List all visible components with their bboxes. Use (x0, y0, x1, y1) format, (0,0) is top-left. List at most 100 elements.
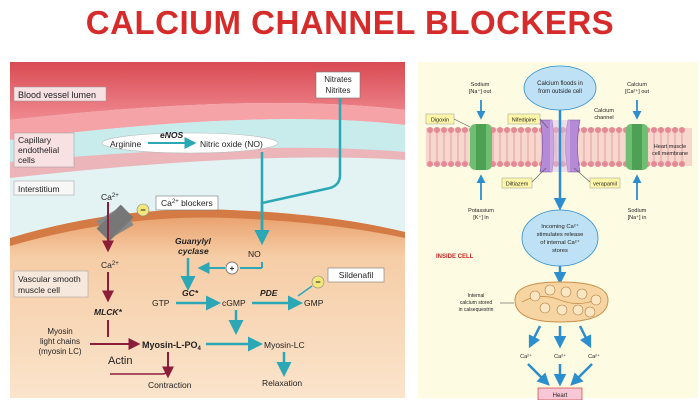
calcium-floods-oval (523, 65, 597, 111)
lipid-head (427, 161, 433, 167)
floods-label-2: from outside cell (538, 89, 582, 95)
gc-label-2: cyclase (178, 246, 209, 256)
internal-ca-2: calcium stored (460, 300, 492, 306)
region-label-lumen: Blood vessel lumen (13, 86, 107, 102)
no-label: NO (248, 249, 261, 259)
lipid-head (511, 127, 517, 133)
sodium-in-2: [Na⁺] in (628, 214, 647, 221)
stored-calcium-ball (590, 294, 602, 306)
heart-membrane-2: cell membrane (652, 151, 688, 157)
lipid-head (525, 127, 531, 133)
lipid-head (679, 161, 685, 167)
sildenafil-line (297, 285, 313, 297)
svg-text:Nitrites: Nitrites (326, 86, 351, 95)
internal-ca-3: in calsequestrin (459, 307, 494, 313)
myosin-lpo4-label: Myosin-L-PO4 (142, 340, 202, 352)
lipid-head (651, 127, 657, 133)
ca-blockers-box: Ca2+ blockers (155, 195, 219, 211)
cgmp-label: cGMP (222, 298, 246, 308)
inside-cell-label: INSIDE CELL (436, 254, 474, 260)
lipid-head (441, 161, 447, 167)
ca-release-arrow-right (578, 325, 592, 349)
lipid-head (532, 127, 538, 133)
gc-star-label: GC* (182, 288, 199, 298)
calcium-out-2: [Ca²⁺] out (625, 88, 649, 95)
lipid-head (455, 161, 461, 167)
sodium-potassium-pump-icon (470, 124, 492, 170)
gmp-label: GMP (304, 298, 324, 308)
lipid-head (672, 161, 678, 167)
svg-text:Ca2+ blockers: Ca2+ blockers (161, 198, 213, 208)
nitrates-arrow (254, 98, 342, 245)
stored-calcium-ball (556, 304, 568, 316)
myosin-lc-label: Myosin-LC (264, 340, 305, 350)
svg-text:Diltiazem: Diltiazem (506, 182, 529, 188)
relaxation-label: Relaxation (262, 378, 302, 388)
svg-text:Blood vessel lumen: Blood vessel lumen (18, 90, 96, 100)
right-panel: Calcium floods in from outside cell Sodi… (418, 62, 698, 400)
channel-label-2: channel (594, 115, 613, 121)
svg-text:muscle cell: muscle cell (18, 285, 60, 295)
lipid-head (672, 127, 678, 133)
stored-calcium-ball (560, 286, 572, 298)
lipid-head (658, 127, 664, 133)
mlck-label: MLCK* (94, 307, 123, 317)
sarcoplasmic-reticulum-icon (514, 281, 609, 323)
minus-icon-2 (311, 275, 325, 289)
internal-ca-1: Internal (468, 293, 485, 299)
ca-mid-label: Ca2+ (101, 260, 119, 270)
sodium-calcium-exchanger-icon (626, 124, 648, 170)
ca-top-label: Ca2+ (101, 192, 119, 202)
nitric-oxide-label: Nitric oxide (NO) (200, 139, 263, 149)
nitrates-box: Nitrates Nitrites (315, 71, 361, 99)
lipid-head (427, 127, 433, 133)
lipid-head (497, 127, 503, 133)
lipid-head (588, 161, 594, 167)
svg-text:Interstitium: Interstitium (18, 184, 60, 194)
svg-text:Nifedipine: Nifedipine (512, 118, 536, 124)
svg-text:Vascular smooth: Vascular smooth (18, 274, 81, 284)
svg-text:Digoxin: Digoxin (431, 118, 449, 124)
lipid-head (511, 161, 517, 167)
lipid-head (518, 127, 524, 133)
gc-label-1: Guanylyl (175, 236, 212, 246)
contraction-label: Contraction (148, 380, 192, 390)
lipid-head (616, 127, 622, 133)
lipid-head (665, 161, 671, 167)
plus-icon (225, 261, 239, 275)
lipid-head (602, 127, 608, 133)
page-title: CALCIUM CHANNEL BLOCKERS (85, 4, 615, 41)
calcium-channel-icon (539, 119, 581, 173)
incoming-2: stimulates release (537, 232, 584, 238)
potassium-in-2: [K⁺] in (473, 214, 488, 221)
channel-label-1: Calcium (594, 108, 614, 114)
heart-membrane-1: Heart muscle (654, 144, 686, 150)
stored-calcium-ball (584, 306, 596, 318)
actin-label: Actin (108, 355, 132, 367)
gtp-label: GTP (152, 298, 170, 308)
potassium-in-1: Potassium (468, 208, 494, 214)
lipid-head (448, 161, 454, 167)
svg-text:−: − (315, 277, 320, 287)
lipid-head (448, 127, 454, 133)
digoxin-pointer (453, 118, 471, 128)
stored-calcium-ball (529, 290, 541, 302)
lipid-head (581, 127, 587, 133)
lipid-head (455, 127, 461, 133)
arginine-label: Arginine (110, 139, 141, 149)
stored-calcium-ball (544, 284, 556, 296)
stored-calcium-ball (539, 302, 551, 314)
svg-text:cells: cells (18, 155, 35, 165)
lipid-head (504, 127, 510, 133)
svg-text:+: + (230, 264, 235, 273)
nifedipine-box: Nifedipine (507, 113, 541, 125)
floods-label-1: Calcium floods in (537, 81, 583, 87)
lipid-head (616, 161, 622, 167)
lipid-head (595, 161, 601, 167)
lipid-head (518, 161, 524, 167)
sodium-in-1: Sodium (628, 208, 647, 214)
myosin-label-2: light chains (40, 337, 80, 346)
stored-calcium-ball (572, 304, 584, 316)
